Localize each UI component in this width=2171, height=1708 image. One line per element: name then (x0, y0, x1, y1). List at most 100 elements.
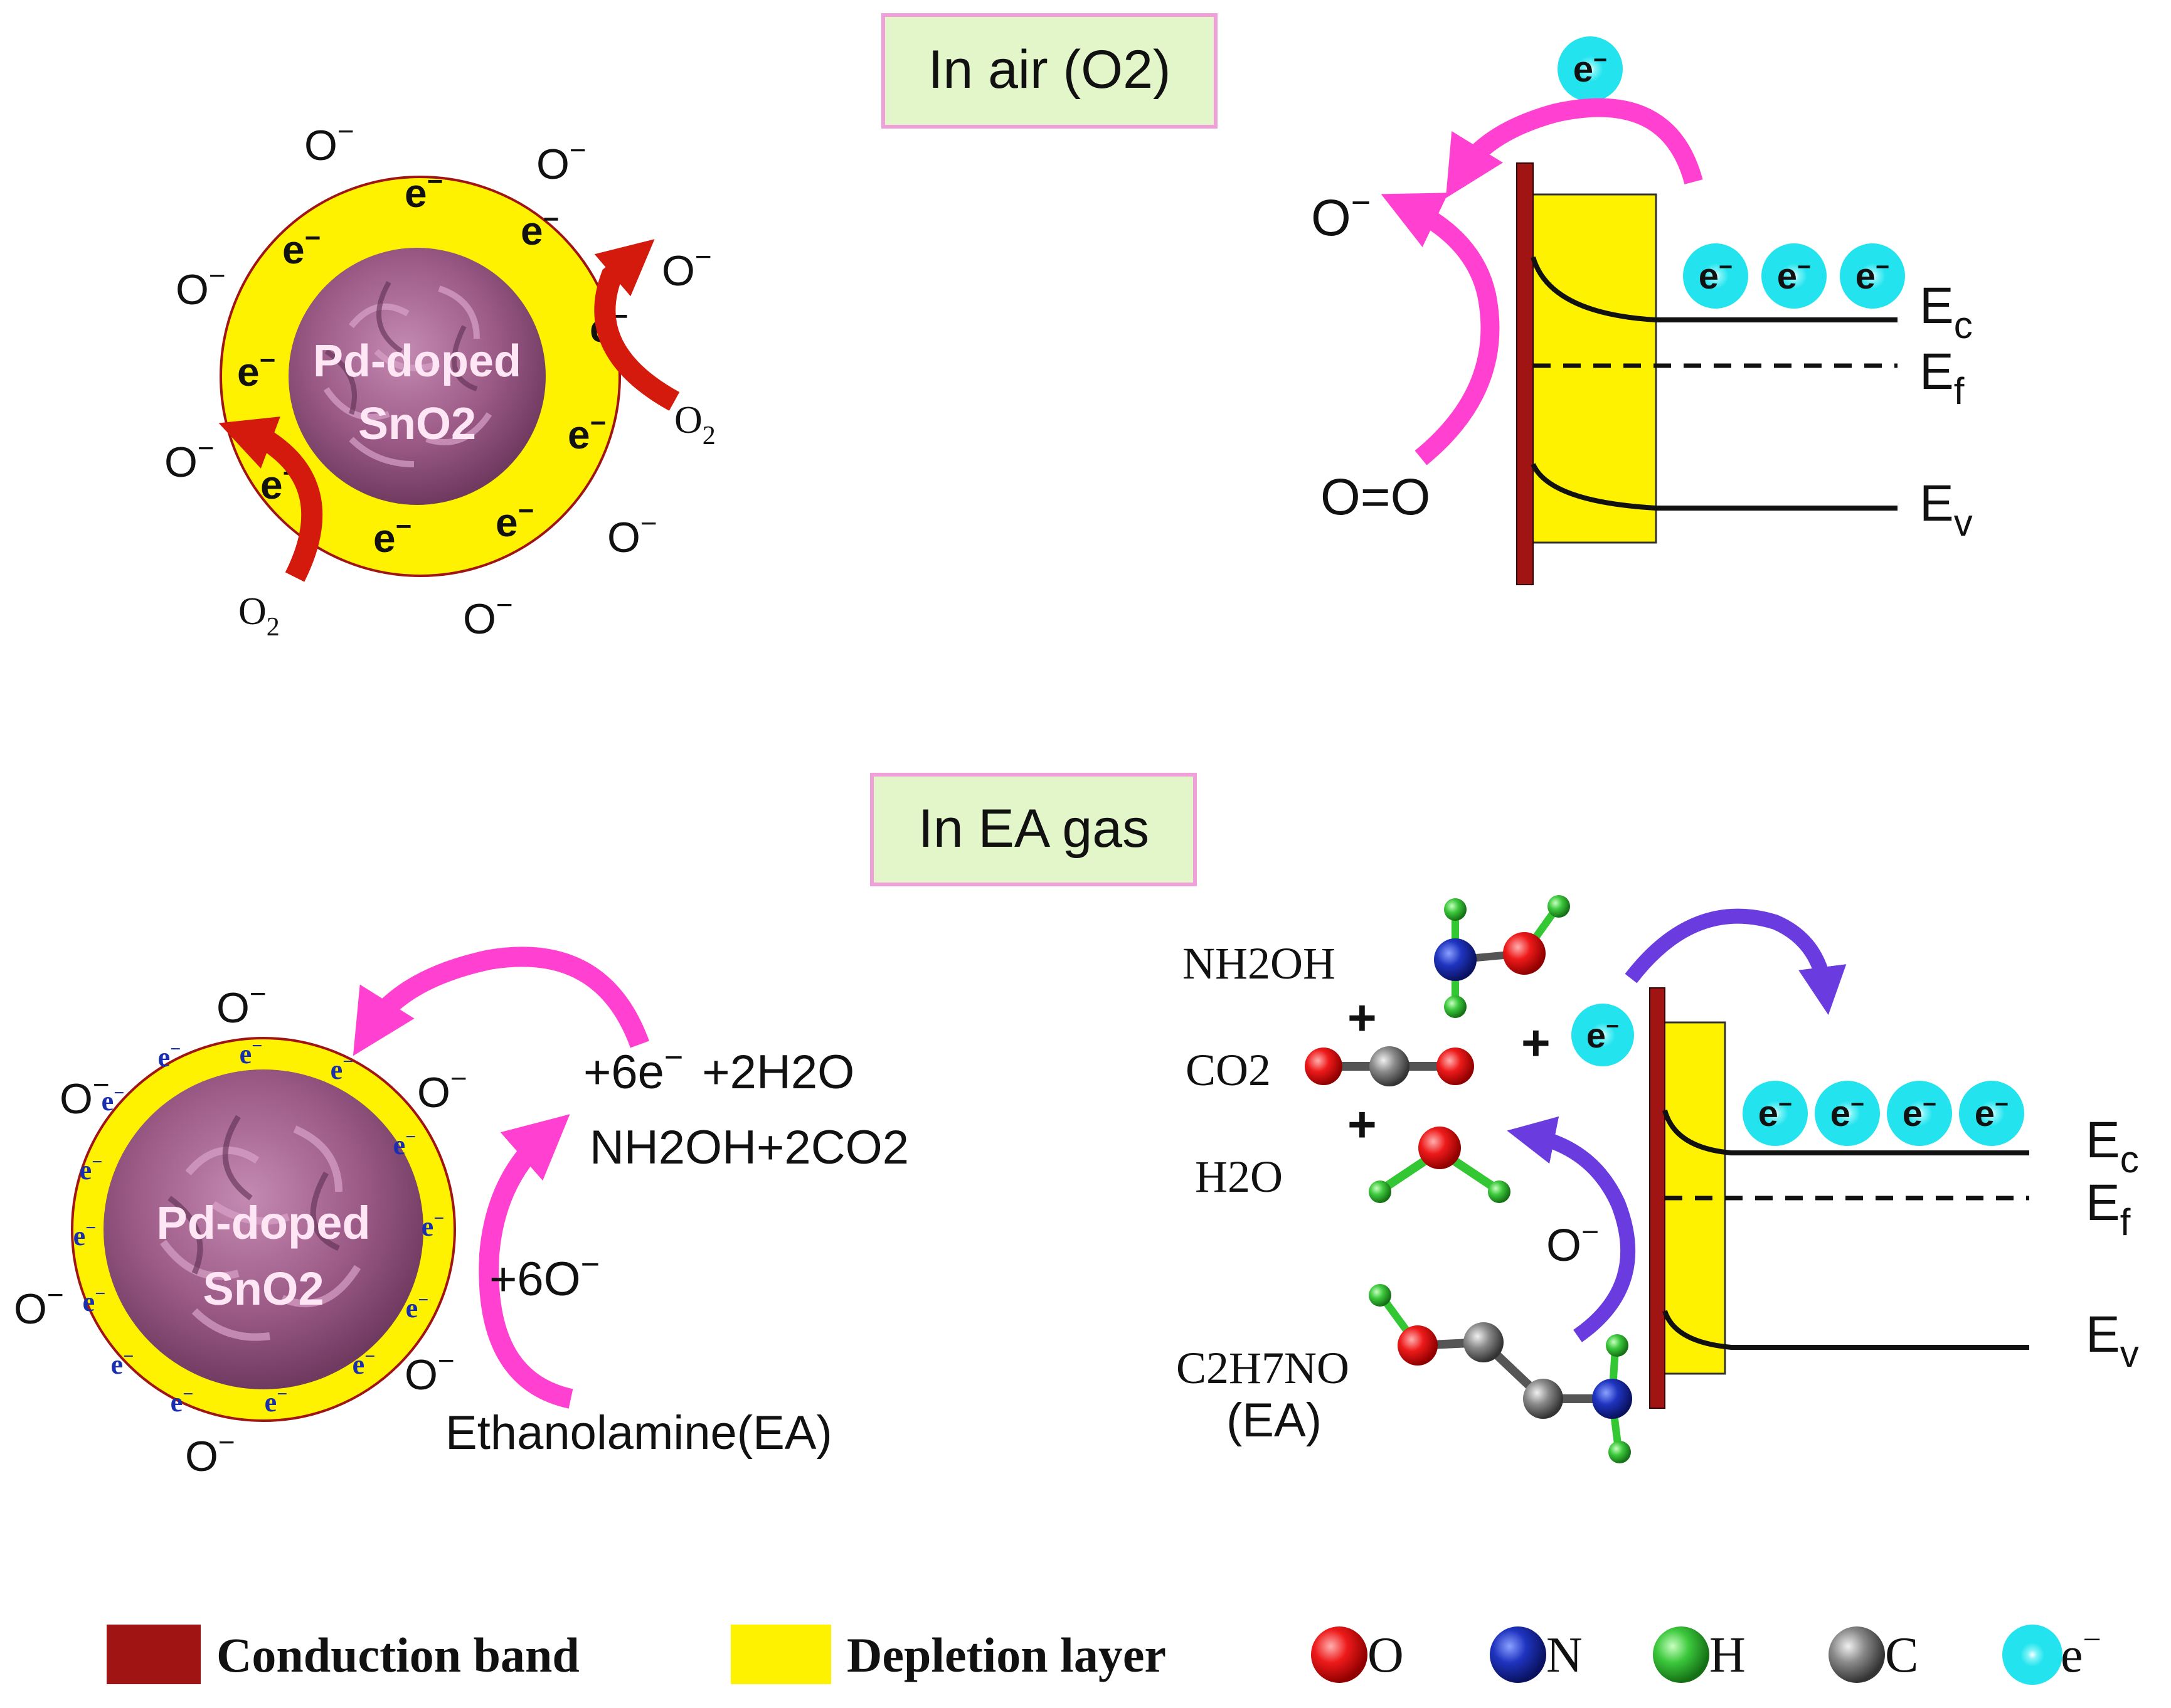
h-atom (1606, 1334, 1628, 1357)
co2-label: CO2 (1186, 1045, 1271, 1095)
legend-label-conduction: Conduction band (216, 1628, 580, 1682)
electron-label: e− (405, 166, 443, 216)
ea-molecule (1369, 1284, 1632, 1463)
ec-label: Ec (1919, 277, 1973, 346)
h-atom (1547, 895, 1570, 918)
reaction-arrow (479, 1114, 573, 1409)
legend-label-depletion: Depletion layer (847, 1628, 1166, 1682)
electron-label: e− (406, 1290, 429, 1323)
flower-core (289, 248, 546, 505)
ea-abbr-label: (EA) (1226, 1394, 1322, 1447)
electron-label: e− (496, 496, 534, 545)
o-minus-label: O− (662, 240, 712, 295)
o-minus-label: O− (216, 977, 267, 1032)
o-atom (1418, 1127, 1461, 1169)
adsorption-arrow (218, 416, 323, 582)
o-minus-label: O− (463, 588, 513, 643)
electron-ball (1887, 1081, 1952, 1146)
bottom-band-diagram: Ec Ef Ev e− e− e− e− (1625, 908, 2139, 1409)
electron-label: e− (265, 1384, 288, 1418)
ev-label: Ev (2086, 1306, 2139, 1375)
bottom-title-box: In EA gas (870, 773, 1197, 886)
band-energy-labels: Ec Ef Ev (2086, 1111, 2139, 1375)
plus-sign: + (1347, 1096, 1377, 1152)
legend-electron-ball (2002, 1625, 2062, 1685)
top-surface-oxygen: O− O− O− O− O− O− O− (164, 115, 712, 643)
electron-label: e− (237, 345, 275, 395)
o-minus-label: O− (60, 1068, 110, 1123)
ev-curve (1531, 463, 1898, 511)
molecule-panel: NH2OH CO2 H2O C2H7NO (EA) + + + (1176, 895, 1636, 1463)
electron-label: e− (568, 408, 606, 457)
electron-ball (1761, 243, 1827, 309)
o2-label: O2 (674, 399, 716, 450)
top-title: In air (O2) (928, 40, 1170, 100)
particle-label-line1: Pd-doped (156, 1197, 370, 1249)
electron-label: e− (171, 1384, 194, 1418)
o-minus-label: O− (1546, 1216, 1599, 1271)
plus-signs: + + + (1347, 990, 1551, 1152)
reaction-plus-o: +6O− (489, 1246, 600, 1306)
electron-ball (1815, 1081, 1880, 1146)
electron-label: e− (1586, 1013, 1619, 1055)
electron-ball (1840, 243, 1905, 309)
electron-label: e− (1903, 1091, 1936, 1134)
electron-label: e− (1573, 47, 1607, 90)
electron-label: e− (240, 1036, 263, 1069)
reaction-equation: +6e−+2H2O NH2OH+2CO2 +6O− Ethanolamine(E… (445, 1039, 909, 1460)
electron-label: e− (102, 1083, 125, 1117)
o-atom (1503, 932, 1546, 975)
c-atom (1369, 1046, 1409, 1086)
legend-o-atom (1311, 1626, 1367, 1683)
o-atom (1436, 1048, 1474, 1085)
o-minus-label: O− (405, 1344, 455, 1399)
electron-return-arrow (353, 947, 650, 1056)
ec-label: Ec (2086, 1111, 2139, 1180)
particle-label-line1: Pd-doped (313, 336, 521, 386)
band-electrons: e− e− e− e− (1558, 36, 1905, 309)
adsorption-arrow (594, 239, 680, 411)
h-atom (1488, 1180, 1510, 1203)
n-atom (1592, 1379, 1632, 1419)
top-o2-labels: O2 O2 (238, 399, 716, 642)
legend-label-n: N (1546, 1628, 1583, 1683)
o-minus-label: O− (304, 115, 354, 169)
depletion-layer-block (1523, 193, 1657, 544)
reaction-line1: +6e−+2H2O (583, 1039, 854, 1099)
ef-label: Ef (1919, 343, 1965, 412)
electron-label: e− (422, 1208, 445, 1242)
molecule-labels: NH2OH CO2 H2O C2H7NO (1176, 938, 1349, 1393)
electron-label: e− (1975, 1091, 2009, 1134)
legend-label-h: H (1709, 1628, 1746, 1683)
h2o-label: H2O (1195, 1152, 1283, 1202)
h2o-molecule (1369, 1127, 1510, 1203)
h-atom (1444, 995, 1467, 1018)
bottom-particle: Pd-doped SnO2 e− e− e− e− e− e− e− e− e−… (14, 947, 650, 1480)
band-o-minus-label: O− (1311, 184, 1371, 247)
legend-n-atom (1490, 1626, 1546, 1683)
h-atom (1608, 1441, 1631, 1463)
conduction-band-bar (1516, 162, 1534, 585)
electron-label: e− (1830, 1091, 1864, 1134)
electron-release-arrow (1625, 908, 1847, 1016)
electron-label: e− (1777, 254, 1811, 297)
conduction-band-bar (1649, 987, 1665, 1409)
ev-label: Ev (1919, 475, 1973, 544)
legend-swatch-conduction (107, 1625, 201, 1684)
h-atom (1369, 1180, 1391, 1203)
ec-curve (1662, 1109, 2029, 1155)
electron-label: e− (111, 1346, 134, 1380)
electron-label: e− (282, 223, 321, 272)
legend-swatch-depletion (731, 1625, 831, 1684)
plus-sign: + (1521, 1015, 1551, 1071)
electron-label: e− (393, 1127, 417, 1160)
electron-label: e− (331, 1051, 354, 1085)
ea-formula-label: C2H7NO (1176, 1343, 1349, 1393)
flower-core (104, 1069, 423, 1389)
legend-label-o: O (1367, 1628, 1404, 1683)
ef-label: Ef (2086, 1174, 2131, 1243)
o-minus-label: O− (417, 1062, 467, 1117)
electron-ball (1743, 1081, 1808, 1146)
o-minus-label: O− (536, 134, 587, 188)
